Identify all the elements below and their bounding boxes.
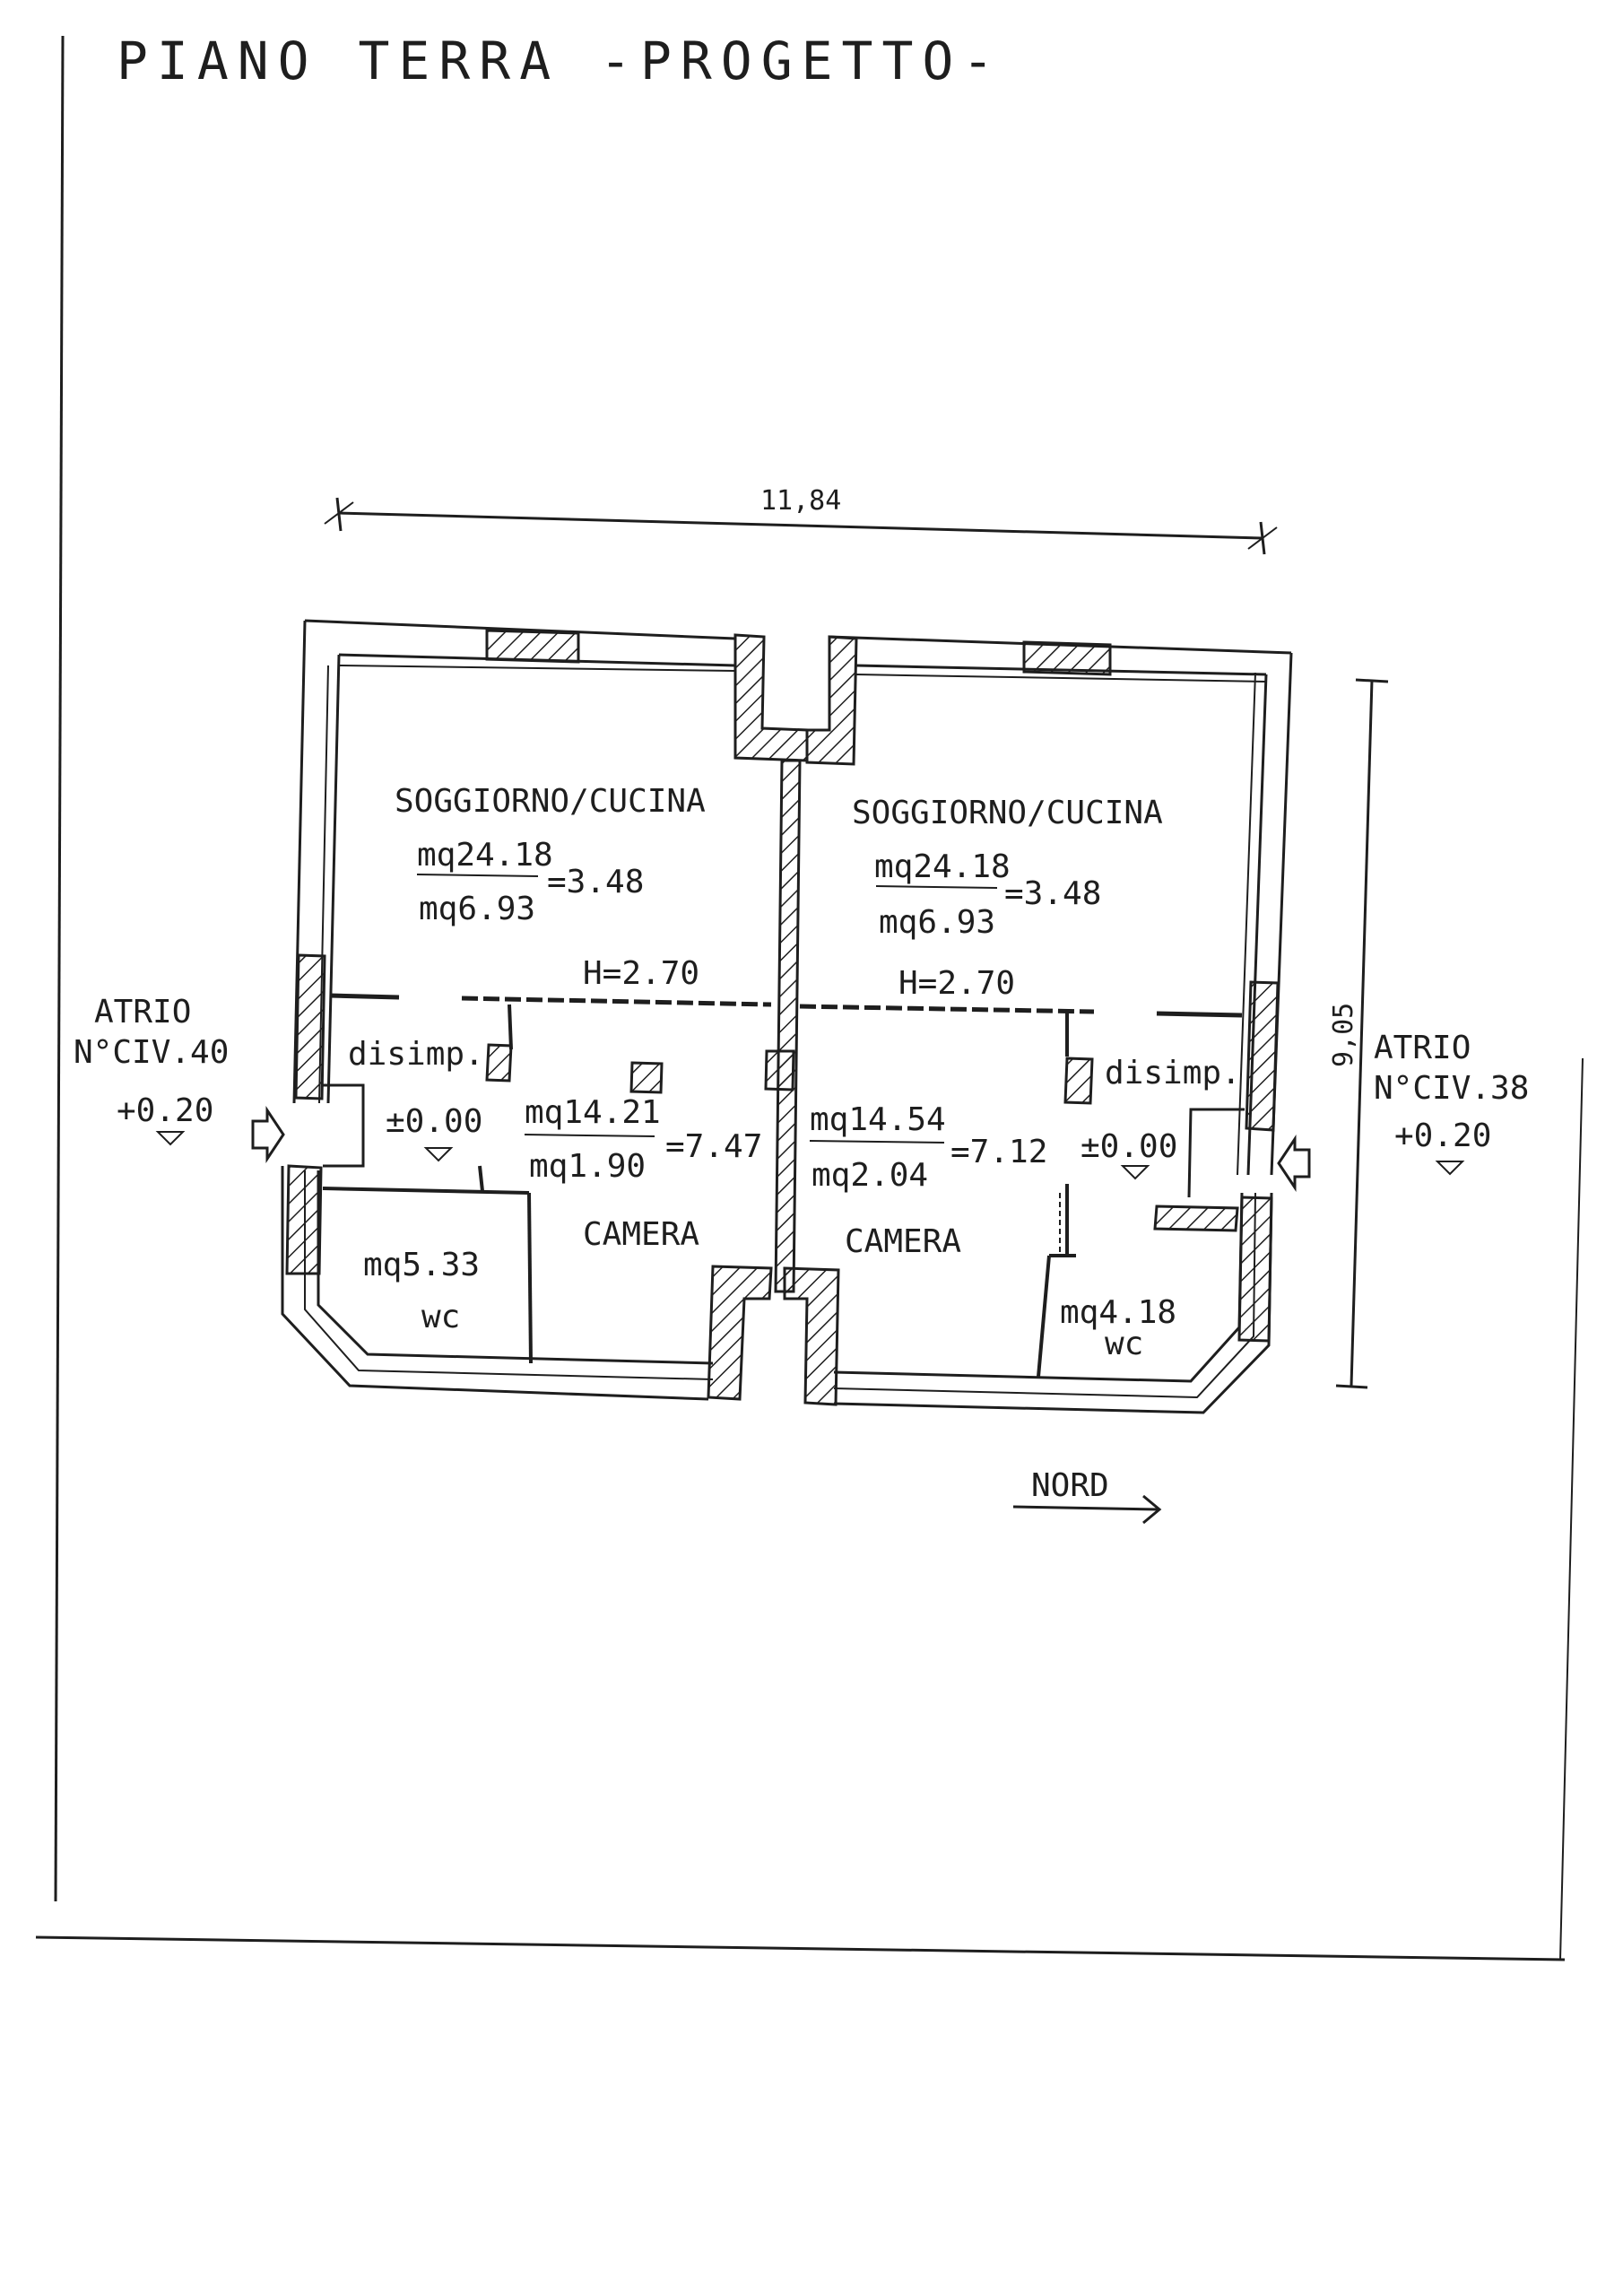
depth-dimension: 9,05: [1328, 678, 1389, 1389]
entrance-label-left: ATRIO: [94, 994, 191, 1031]
depth-dimension-label: 9,05: [1328, 1003, 1359, 1067]
bath-label-right: wc: [1105, 1326, 1143, 1362]
living-room-label-right: SOGGIORNO/CUCINA: [852, 795, 1163, 831]
hall-label-right: disimp.: [1105, 1055, 1241, 1091]
entrance-civic-left: N°CIV.40: [74, 1034, 229, 1071]
ceiling-height-left: H=2.70: [583, 955, 699, 992]
bath-area-left: mq5.33: [363, 1247, 480, 1283]
entrance-level-left: +0.20: [117, 1092, 213, 1129]
page-title: PIANO TERRA -PROGETTO-: [117, 30, 1002, 91]
width-dimension-label: 11,84: [760, 485, 841, 517]
living-ratio-left: =3.48: [547, 864, 644, 900]
sheet-bottom-border: [35, 1935, 1566, 1961]
bedroom-label-left: CAMERA: [583, 1216, 699, 1253]
level-markers: [155, 1131, 1465, 1180]
living-area-right: mq24.18: [874, 848, 1011, 885]
entrance-arrows: [251, 1106, 1311, 1192]
hall-level-right: ±0.00: [1081, 1128, 1177, 1165]
bedroom-ratio-left: =7.47: [665, 1128, 762, 1165]
sheet-right-border: [1559, 1057, 1584, 1961]
bedroom-area-left: mq14.21: [525, 1094, 661, 1131]
north-arrow: [1012, 1494, 1162, 1525]
entrance-level-right: +0.20: [1394, 1118, 1491, 1154]
entrance-label-right: ATRIO: [1374, 1030, 1471, 1066]
bedroom-label-right: CAMERA: [845, 1223, 961, 1260]
interior-partitions: [322, 993, 1245, 1378]
hatched-walls: [285, 629, 1280, 1406]
hall-label-left: disimp.: [348, 1036, 484, 1073]
living-window-area-right: mq6.93: [879, 904, 995, 941]
living-window-area-left: mq6.93: [419, 891, 535, 927]
width-dimension: 11,84: [324, 485, 1278, 555]
ceiling-height-right: H=2.70: [898, 965, 1015, 1002]
living-room-label-left: SOGGIORNO/CUCINA: [395, 783, 706, 820]
north-label: NORD: [1031, 1467, 1109, 1504]
living-ratio-right: =3.48: [1004, 875, 1101, 912]
bath-area-right: mq4.18: [1060, 1294, 1176, 1331]
bedroom-area-right: mq14.54: [810, 1101, 946, 1138]
bedroom-window-area-right: mq2.04: [812, 1157, 928, 1194]
fraction-bars: [416, 874, 998, 1144]
bath-label-left: wc: [421, 1299, 460, 1335]
bedroom-window-area-left: mq1.90: [529, 1148, 646, 1185]
bedroom-ratio-right: =7.12: [950, 1134, 1047, 1170]
sheet-left-border: [54, 35, 65, 1902]
hall-level-left: ±0.00: [386, 1103, 482, 1140]
living-area-left: mq24.18: [417, 837, 553, 874]
entrance-civic-right: N°CIV.38: [1374, 1070, 1529, 1107]
